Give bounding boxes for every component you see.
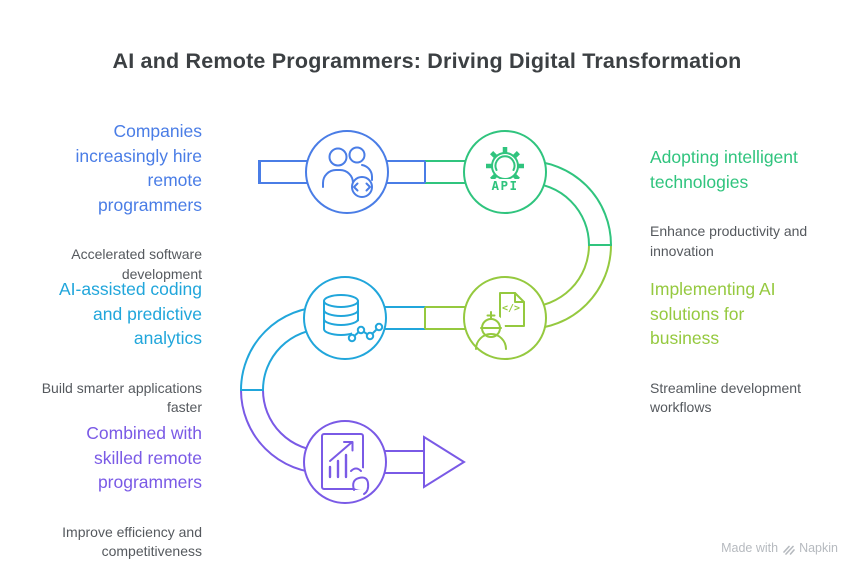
node-remote-team (305, 130, 389, 214)
code-label: </> (502, 303, 520, 314)
team-code-icon (322, 146, 373, 198)
step-description: Accelerated software development (71, 246, 202, 282)
step-implementing-ai-solutions: Implementing AI solutions for business S… (650, 259, 845, 436)
node-database (303, 276, 387, 360)
growth-report-icon (321, 433, 373, 495)
node-engineer: </> (463, 276, 547, 360)
step-adopting-intelligent-tech: Adopting intelligent technologies Enhanc… (650, 127, 845, 279)
watermark-prefix: Made with (721, 541, 779, 555)
step-heading: AI-assisted coding and predictive analyt… (59, 279, 202, 348)
step-combined-skilled-remote: Combined with skilled remote programmers… (17, 403, 202, 580)
api-label: API (491, 178, 518, 193)
step-heading: Companies increasingly hire remote progr… (75, 121, 202, 215)
napkin-logo-icon (783, 545, 795, 555)
database-analytics-icon (323, 294, 384, 347)
watermark-brand: Napkin (799, 541, 838, 555)
watermark[interactable]: Made with Napkin (721, 541, 838, 555)
step-ai-assisted-coding: AI-assisted coding and predictive analyt… (17, 259, 202, 436)
flow-tube (240, 160, 612, 474)
step-heading: Adopting intelligent technologies (650, 147, 798, 192)
step-description: Enhance productivity and innovation (650, 223, 808, 259)
step-description: Build smarter applications faster (41, 379, 202, 416)
page-title: AI and Remote Programmers: Driving Digit… (112, 49, 742, 73)
api-gear-icon: API (486, 147, 524, 193)
step-heading: Implementing AI solutions for business (650, 279, 776, 348)
step-companies-hire-remote: Companies increasingly hire remote progr… (17, 101, 202, 302)
node-growth-report (303, 420, 387, 504)
node-api: API (463, 130, 547, 214)
step-description: Streamline development workflows (650, 379, 801, 416)
engineer-code-doc-icon: </> (475, 292, 525, 350)
step-description: Improve efficiency and competitiveness (62, 523, 202, 560)
flow-arrowhead-icon (423, 435, 466, 489)
step-heading: Combined with skilled remote programmers (86, 423, 202, 492)
